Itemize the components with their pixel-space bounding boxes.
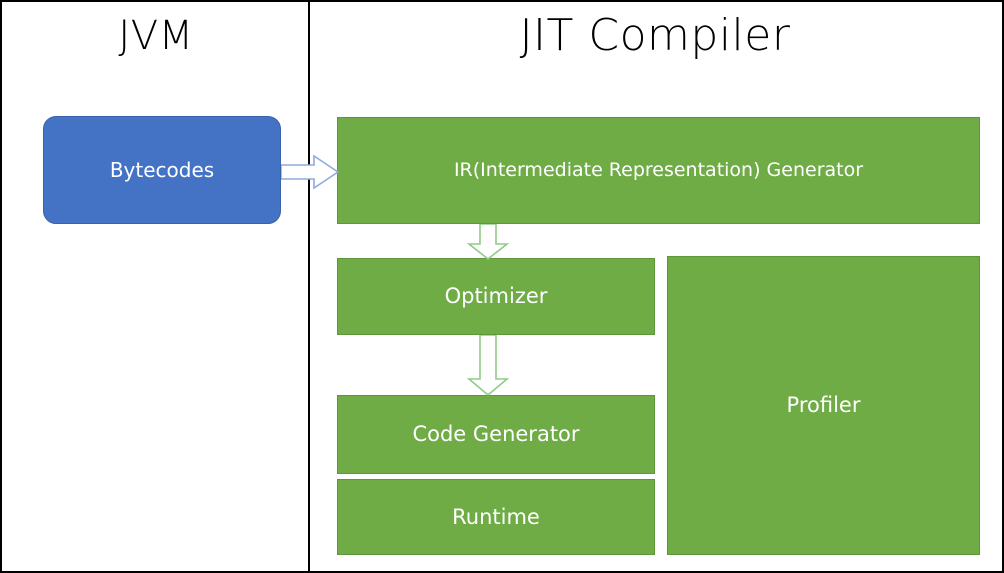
node-optimizer[interactable]: Optimizer xyxy=(337,258,655,335)
arrow-optimizer-to-code-generator-icon xyxy=(466,335,510,397)
panel-title-jit-compiler: JIT Compiler xyxy=(519,10,791,61)
node-runtime[interactable]: Runtime xyxy=(337,479,655,555)
node-bytecodes[interactable]: Bytecodes xyxy=(43,116,281,224)
arrow-bytecodes-to-ir-icon xyxy=(281,154,339,190)
panel-title-jvm: JVM xyxy=(118,13,194,59)
node-profiler[interactable]: Profiler xyxy=(667,256,980,555)
node-code-generator[interactable]: Code Generator xyxy=(337,395,655,474)
arrow-ir-to-optimizer-icon xyxy=(466,224,510,260)
panel-divider xyxy=(308,2,310,571)
node-ir-generator[interactable]: IR(Intermediate Representation) Generato… xyxy=(337,117,980,224)
